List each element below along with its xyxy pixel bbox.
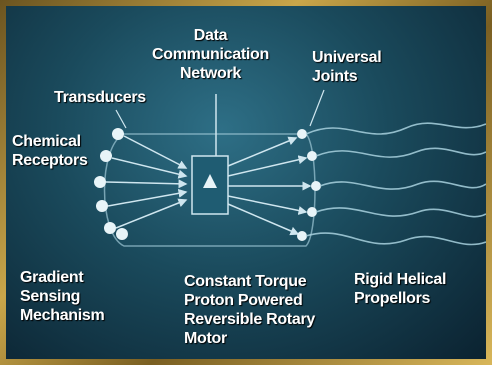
motor-arrows <box>227 136 312 236</box>
transducers-label: Transducers <box>54 88 146 107</box>
propellors-line-1: Rigid Helical <box>354 271 447 288</box>
propellors-label: Rigid Helical Propellors <box>354 270 446 308</box>
network-marker <box>203 174 217 188</box>
universal-joints-line-2: Joints <box>312 68 358 85</box>
joints-pointer <box>309 89 325 127</box>
gradient-sensing-label: Gradient Sensing Mechanism <box>20 268 105 325</box>
motor-line-1: Constant Torque <box>184 273 307 290</box>
transducers-pointer <box>115 109 127 129</box>
chemical-receptors-label: Chemical Receptors <box>12 132 88 170</box>
gradient-sensing-line-3: Mechanism <box>20 307 105 324</box>
gradient-sensing-line-1: Gradient <box>20 269 84 286</box>
motor-line-4: Motor <box>184 330 227 347</box>
diagram-panel: Data Communication Network Universal Joi… <box>6 6 486 359</box>
gradient-sensing-line-2: Sensing <box>20 288 81 305</box>
data-network-line-3: Network <box>179 65 242 82</box>
universal-joints-label: Universal Joints <box>312 48 382 86</box>
data-network-line-1: Data <box>193 27 228 44</box>
flagella <box>305 122 486 246</box>
motor-points <box>297 129 321 241</box>
universal-joints-line-1: Universal <box>312 49 382 66</box>
data-network-line-2: Communication <box>152 46 269 63</box>
chemical-receptors-line-1: Chemical <box>12 133 81 150</box>
transducers-line-1: Transducers <box>54 89 146 106</box>
chemical-receptors-line-2: Receptors <box>12 152 88 169</box>
data-network-label: Data Communication Network <box>152 26 269 83</box>
receptor-dots <box>94 128 128 240</box>
motor-label: Constant Torque Proton Powered Reversibl… <box>184 272 315 348</box>
motor-line-2: Proton Powered <box>184 292 303 309</box>
bacterium-diagram <box>94 89 486 247</box>
motor-line-3: Reversible Rotary <box>184 311 315 328</box>
signal-arrows <box>105 135 188 229</box>
propellors-line-2: Propellors <box>354 290 431 307</box>
